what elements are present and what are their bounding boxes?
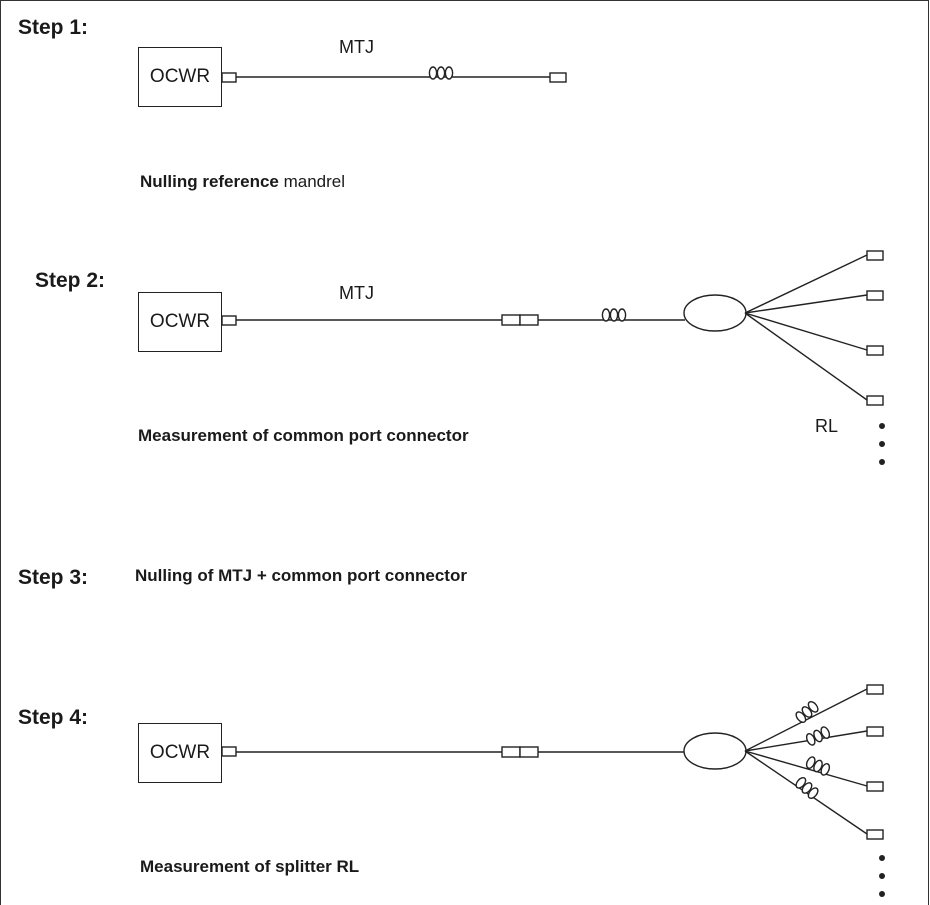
step-1-ocwr-box: OCWR (138, 47, 222, 107)
step-2-ocwr-label: OCWR (149, 311, 211, 332)
mandrel-coil-icon (428, 66, 454, 80)
connector-icon (866, 290, 884, 301)
mandrel-loop (444, 66, 454, 80)
step-1-caption-rest: mandrel (278, 172, 346, 191)
mandrel-loop (428, 66, 438, 80)
connector-icon (519, 314, 539, 326)
splitter-branch-line (744, 312, 868, 401)
connector-icon (221, 72, 237, 83)
mandrel-loop (617, 308, 627, 322)
mandrel-coil-icon (795, 701, 819, 723)
mandrel-loop (807, 701, 819, 713)
splitter-ellipse-icon (683, 732, 747, 770)
connector-icon (866, 345, 884, 356)
step-3-caption: Nulling of MTJ + common port connector (135, 566, 467, 585)
mandrel-loop (609, 308, 619, 322)
mandrel-loop (805, 733, 816, 746)
continuation-dot (879, 423, 885, 429)
mandrel-loop (813, 729, 823, 743)
step-4-ocwr-label: OCWR (149, 742, 211, 763)
mandrel-coil-icon (805, 756, 831, 776)
mandrel-loop (795, 711, 807, 723)
splitter-branch-line (744, 730, 868, 752)
mandrel-loop (813, 759, 823, 773)
mandrel-coil-icon (601, 308, 627, 322)
connector-icon (866, 829, 884, 840)
step-1-ocwr-label: OCWR (149, 66, 211, 87)
splitter-branch-line (744, 294, 868, 314)
continuation-dot (879, 891, 885, 897)
mandrel-loop (820, 763, 831, 776)
splitter-ellipse-icon (683, 294, 747, 332)
step-4-ocwr-box: OCWR (138, 723, 222, 783)
mandrel-loop (807, 787, 819, 799)
step-1-label: Step 1: (18, 16, 89, 39)
connector-icon (519, 746, 539, 758)
connector-icon (866, 684, 884, 695)
mandrel-loop (601, 308, 611, 322)
step-2-mtj-label: MTJ (339, 283, 374, 303)
connector-icon (221, 746, 237, 757)
mandrel-loop (820, 726, 831, 739)
continuation-dot (879, 855, 885, 861)
step-2-ocwr-box: OCWR (138, 292, 222, 352)
mandrel-coil-icon (795, 777, 819, 799)
mandrel-loop (795, 777, 807, 789)
connector-icon (866, 250, 884, 261)
step-2-label: Step 2: (35, 269, 106, 292)
step-2-caption: Measurement of common port connector (138, 426, 469, 445)
mandrel-loop (805, 756, 816, 769)
step-3-label: Step 3: (18, 566, 89, 589)
step-1-caption: Nulling reference mandrel (140, 172, 345, 192)
mandrel-loop (801, 782, 813, 794)
connector-icon (549, 72, 567, 83)
connector-icon (501, 746, 521, 758)
connector-icon (866, 781, 884, 792)
splitter-branch-line (744, 312, 868, 351)
connector-icon (866, 395, 884, 406)
step-1-mtj-label: MTJ (339, 37, 374, 57)
connector-icon (501, 314, 521, 326)
connector-icon (866, 726, 884, 737)
continuation-dot (879, 441, 885, 447)
continuation-dot (879, 459, 885, 465)
mandrel-coil-icon (805, 726, 831, 746)
continuation-dot (879, 873, 885, 879)
connector-icon (221, 315, 237, 326)
step-1-caption-bold: Nulling reference (140, 172, 279, 191)
splitter-branch-line (744, 750, 868, 787)
step-4-caption: Measurement of splitter RL (140, 857, 360, 876)
step-4-label: Step 4: (18, 706, 89, 729)
mandrel-loop (801, 706, 813, 718)
mandrel-loop (436, 66, 446, 80)
step-2-rl-label: RL (815, 416, 839, 436)
splitter-branch-line (744, 254, 868, 314)
